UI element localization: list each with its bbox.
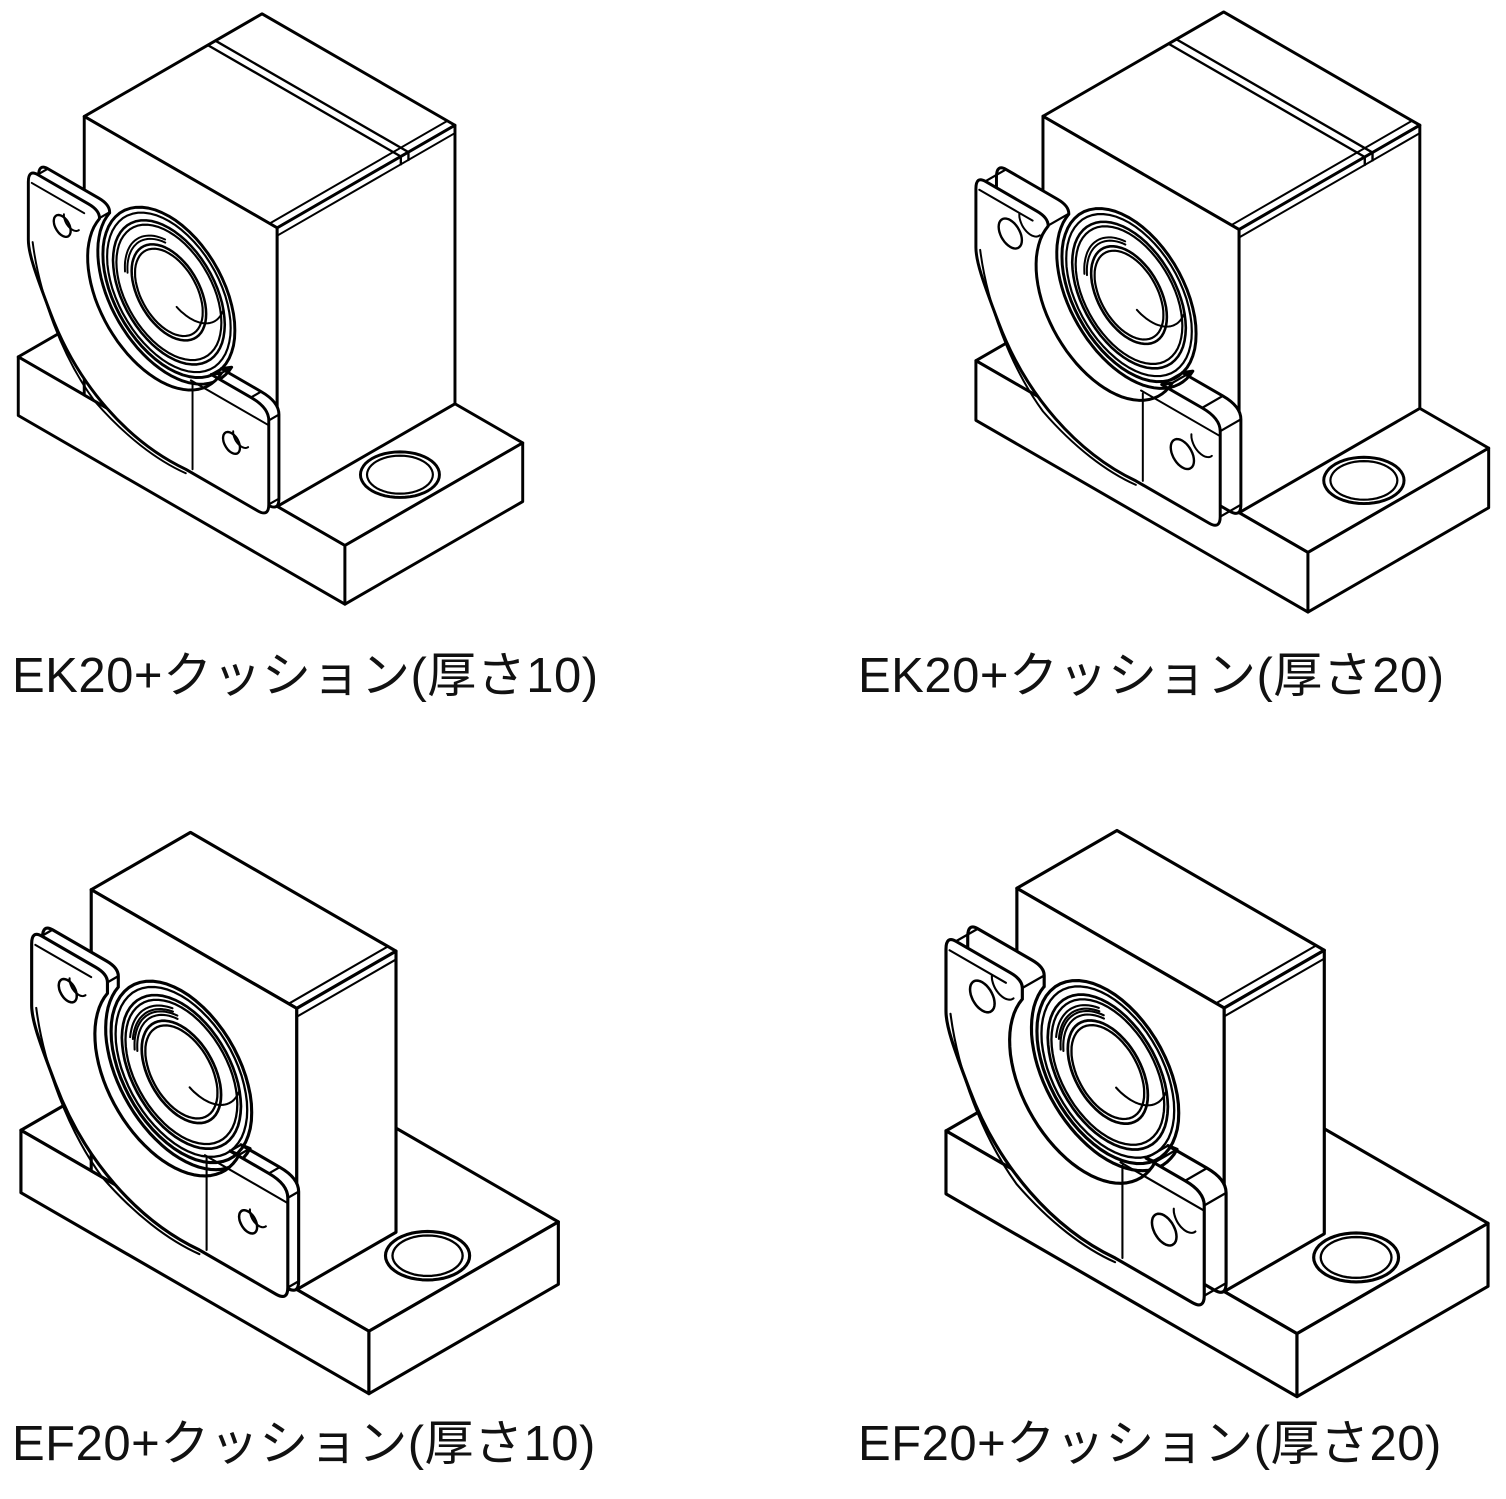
figure-ek20-cushion10 [8,6,568,612]
ek20-cushion20-drawing [974,10,1491,614]
figure-ek20-cushion20 [838,4,1500,620]
figure-ef20-cushion10 [10,822,622,1402]
ef20-cushion10-drawing [19,830,560,1396]
ef20-cushion20-drawing [944,828,1490,1399]
caption-ek20-cushion10: EK20+クッション(厚さ10) [12,649,599,703]
caption-ef20-cushion10: EF20+クッション(厚さ10) [12,1417,596,1471]
caption-ef20-cushion20: EF20+クッション(厚さ20) [858,1417,1442,1471]
caption-ek20-cushion20: EK20+クッション(厚さ20) [858,649,1445,703]
ek20-cushion10-drawing [16,12,525,606]
figure-ef20-cushion20 [835,820,1500,1405]
